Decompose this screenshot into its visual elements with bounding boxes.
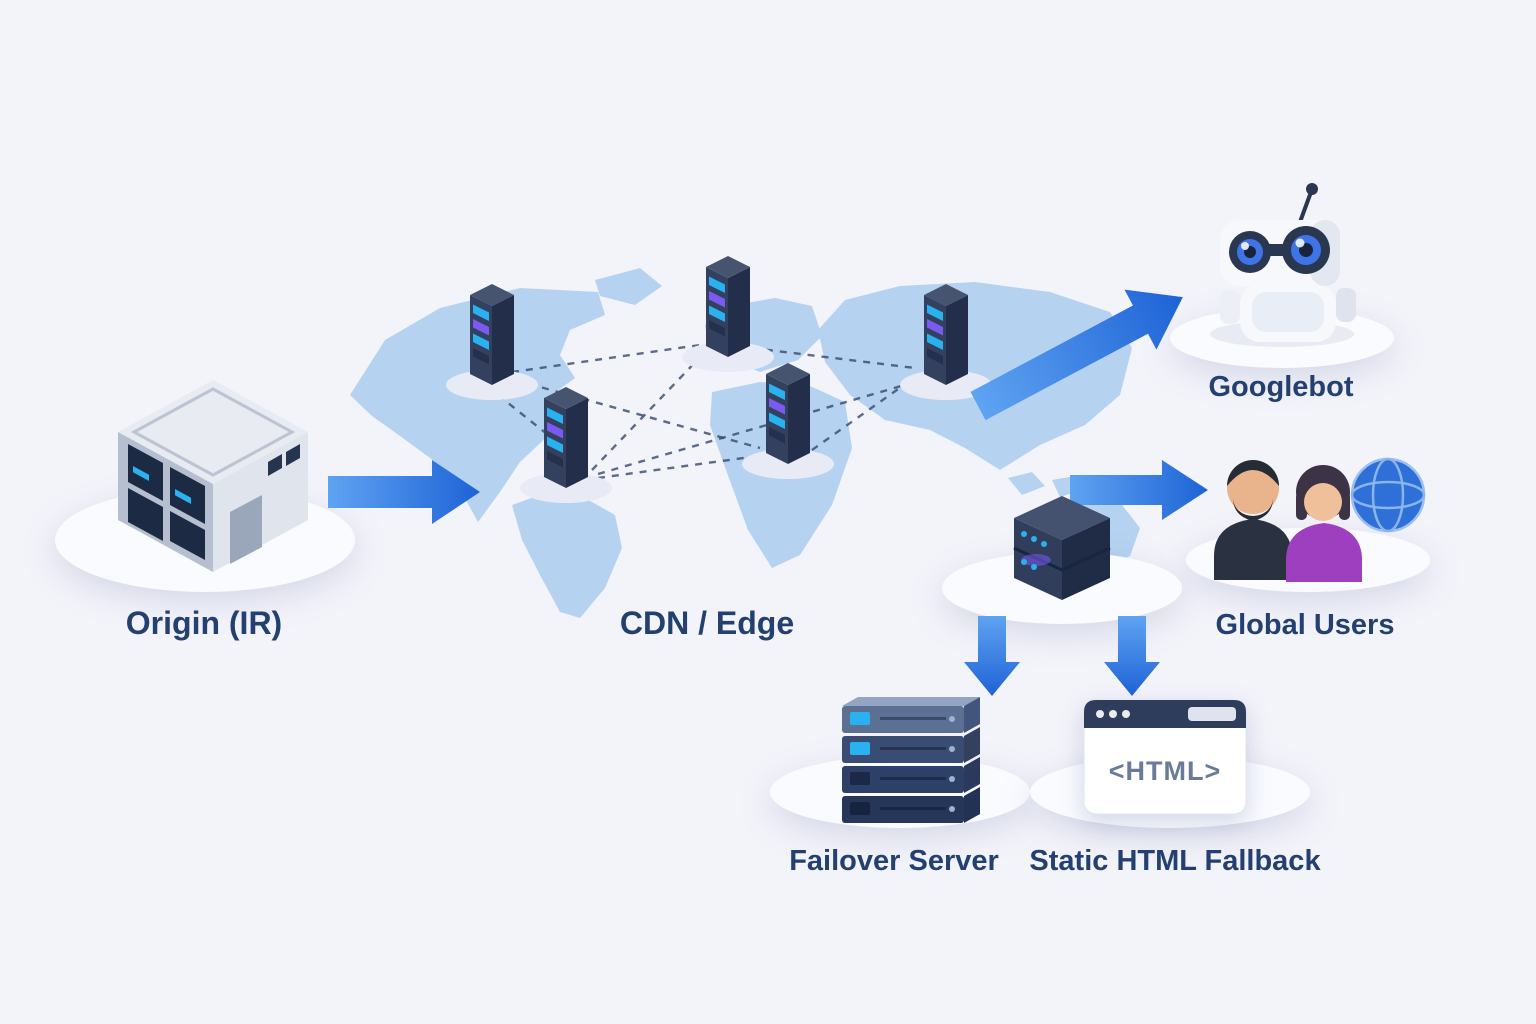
arrow-edge-to-static	[1104, 616, 1160, 696]
arrow-cdn-to-users	[1070, 460, 1208, 520]
arrow-edge-to-failover	[964, 616, 1020, 696]
arrow-cdn-to-googlebot	[970, 289, 1183, 421]
browser-html-text: <HTML>	[1109, 756, 1222, 786]
globe-icon	[1350, 457, 1426, 533]
cdn-dashed-links	[497, 343, 919, 480]
man-avatar	[1214, 460, 1292, 580]
browser-window-icon: <HTML>	[1083, 699, 1247, 815]
users-label: Global Users	[1216, 609, 1395, 641]
googlebot-label: Googlebot	[1209, 371, 1354, 403]
global-users-icon	[1214, 457, 1426, 582]
arrow-origin-to-cdn	[328, 460, 480, 524]
failover-label: Failover Server	[789, 845, 999, 877]
edge-node-server-icon	[1013, 496, 1111, 600]
origin-label: Origin (IR)	[126, 605, 282, 641]
cdn-label: CDN / Edge	[620, 605, 794, 641]
static-label: Static HTML Fallback	[1029, 845, 1321, 877]
woman-avatar	[1286, 465, 1362, 582]
googlebot-icon	[1210, 183, 1356, 347]
failover-server-icon	[842, 697, 980, 823]
origin-datacenter-icon	[118, 380, 308, 572]
